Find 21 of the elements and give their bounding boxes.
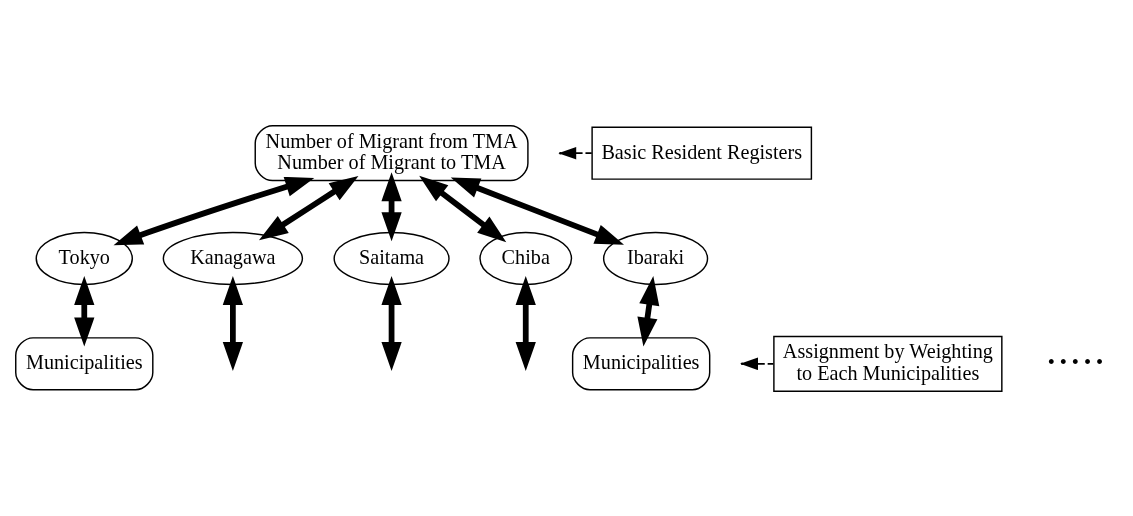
node-box: Assignment by Weighting to Each Municipalities	[773, 335, 1003, 392]
arrow	[113, 176, 315, 245]
arrow	[515, 275, 536, 371]
arrow	[258, 175, 359, 240]
arrow	[381, 275, 402, 371]
node-box: Number of Migrant from TMA Number of Migrant to TMA	[254, 124, 529, 181]
node-box: Basic Resident Registers	[591, 126, 813, 180]
arrow	[450, 177, 625, 245]
node-ellipse: Ibaraki	[602, 231, 709, 285]
arrow	[419, 175, 507, 242]
node-ellipse: Saitama	[333, 231, 450, 285]
node-box: Municipalities	[571, 336, 711, 390]
node-ellipse: Tokyo	[35, 231, 133, 285]
node-ellipse: Kanagawa	[162, 231, 304, 285]
arrow	[381, 171, 402, 241]
arrow	[74, 275, 95, 347]
node-box: Municipalities	[15, 336, 154, 390]
arrow	[222, 275, 243, 371]
arrow	[637, 275, 660, 346]
label: • • • • •	[1047, 350, 1104, 373]
node-ellipse: Chiba	[479, 231, 573, 285]
